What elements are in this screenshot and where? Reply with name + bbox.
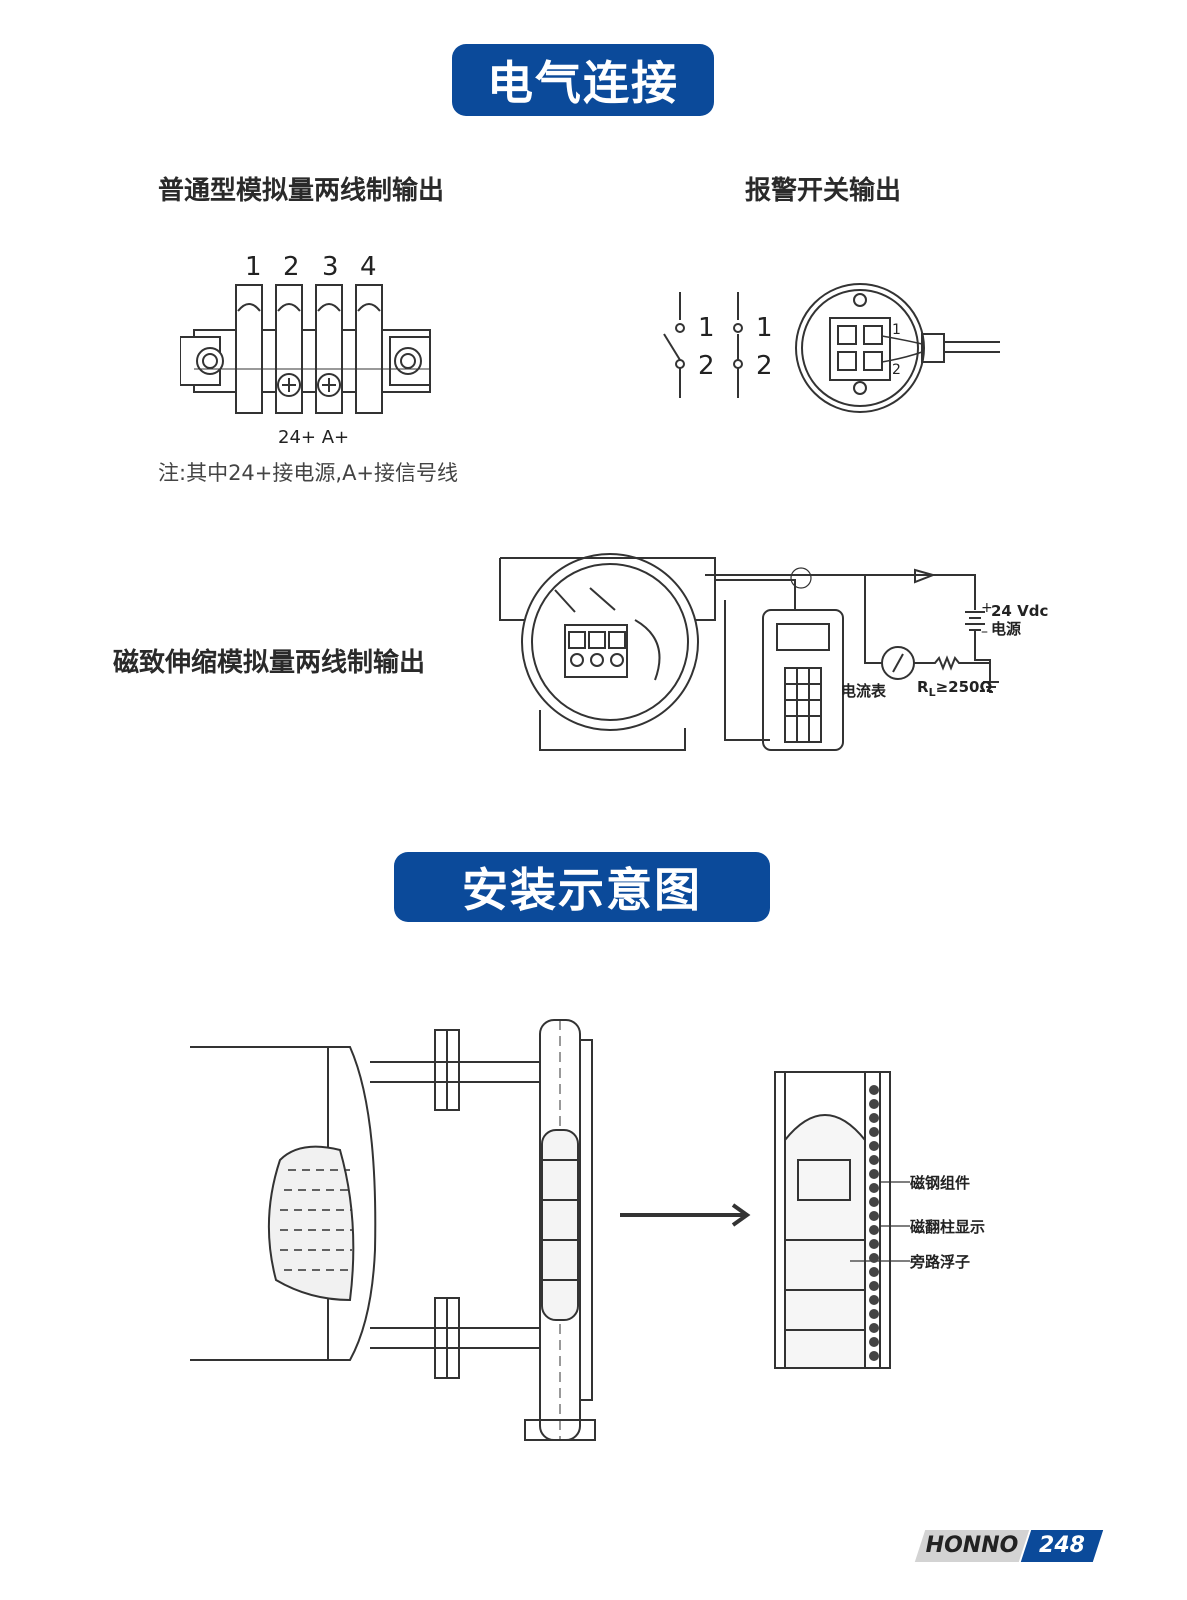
supply-plus: +: [981, 600, 993, 616]
terminal-number-3: 3: [322, 252, 339, 282]
magnetostrictive-title: 磁致伸缩模拟量两线制输出: [113, 648, 426, 678]
supply-power-label: 电源: [991, 620, 1021, 638]
callout-bypass-float: 旁路浮子: [909, 1253, 970, 1271]
brand-badge: HONNO: [914, 1530, 1030, 1562]
load-resistor-label: RL≥250Ω: [917, 678, 992, 699]
page-number-badge: 248: [1020, 1530, 1104, 1562]
socket-label-2: 2: [892, 362, 901, 378]
supply-voltage-label: 24 Vdc: [991, 602, 1048, 620]
alarm-switch-diagram: 1 2 1 2 1 2: [663, 283, 1000, 413]
load-resistor-subscript: L: [929, 686, 936, 699]
two-wire-title: 普通型模拟量两线制输出: [158, 176, 445, 206]
section-title-electrical-text: 电气连接: [487, 56, 679, 110]
switch-label-1b: 1: [756, 313, 773, 343]
callout-flip-display: 磁翻柱显示: [910, 1218, 985, 1236]
socket-label-1: 1: [892, 322, 901, 338]
page-number: 248: [1039, 1533, 1085, 1558]
wiring-note: 注:其中24+接电源,A+接信号线: [158, 461, 459, 485]
load-resistor-symbol: R: [917, 678, 929, 696]
switch-label-2a: 2: [698, 351, 715, 381]
terminal-number-1: 1: [245, 252, 262, 282]
switch-label-1a: 1: [698, 313, 715, 343]
magnetostrictive-wiring-diagram: + 24 Vdc 电源 – 电流表 RL≥250Ω: [499, 553, 1048, 751]
flip-ball-column: [869, 1085, 879, 1361]
brand-name: HONNO: [925, 1533, 1019, 1558]
load-resistor-value: ≥250Ω: [936, 678, 993, 696]
footer: HONNO 248: [914, 1530, 1120, 1562]
section-title-install-text: 安装示意图: [462, 863, 702, 917]
callout-magnet-assembly: 磁钢组件: [910, 1174, 970, 1192]
terminal-number-2: 2: [283, 252, 300, 282]
terminal-block-diagram: 1 2 3 4 24+ A+: [180, 252, 431, 448]
terminal-bottom-label: 24+ A+: [278, 427, 349, 448]
installation-diagram: 磁钢组件 磁翻柱显示 旁路浮子: [190, 1019, 985, 1441]
supply-minus: –: [981, 624, 988, 640]
ammeter-label: 电流表: [841, 682, 887, 700]
terminal-number-4: 4: [360, 252, 377, 282]
alarm-title: 报警开关输出: [745, 176, 902, 206]
section-title-install: 安装示意图: [394, 852, 770, 922]
switch-label-2b: 2: [756, 351, 773, 381]
section-title-electrical: 电气连接: [452, 44, 714, 116]
